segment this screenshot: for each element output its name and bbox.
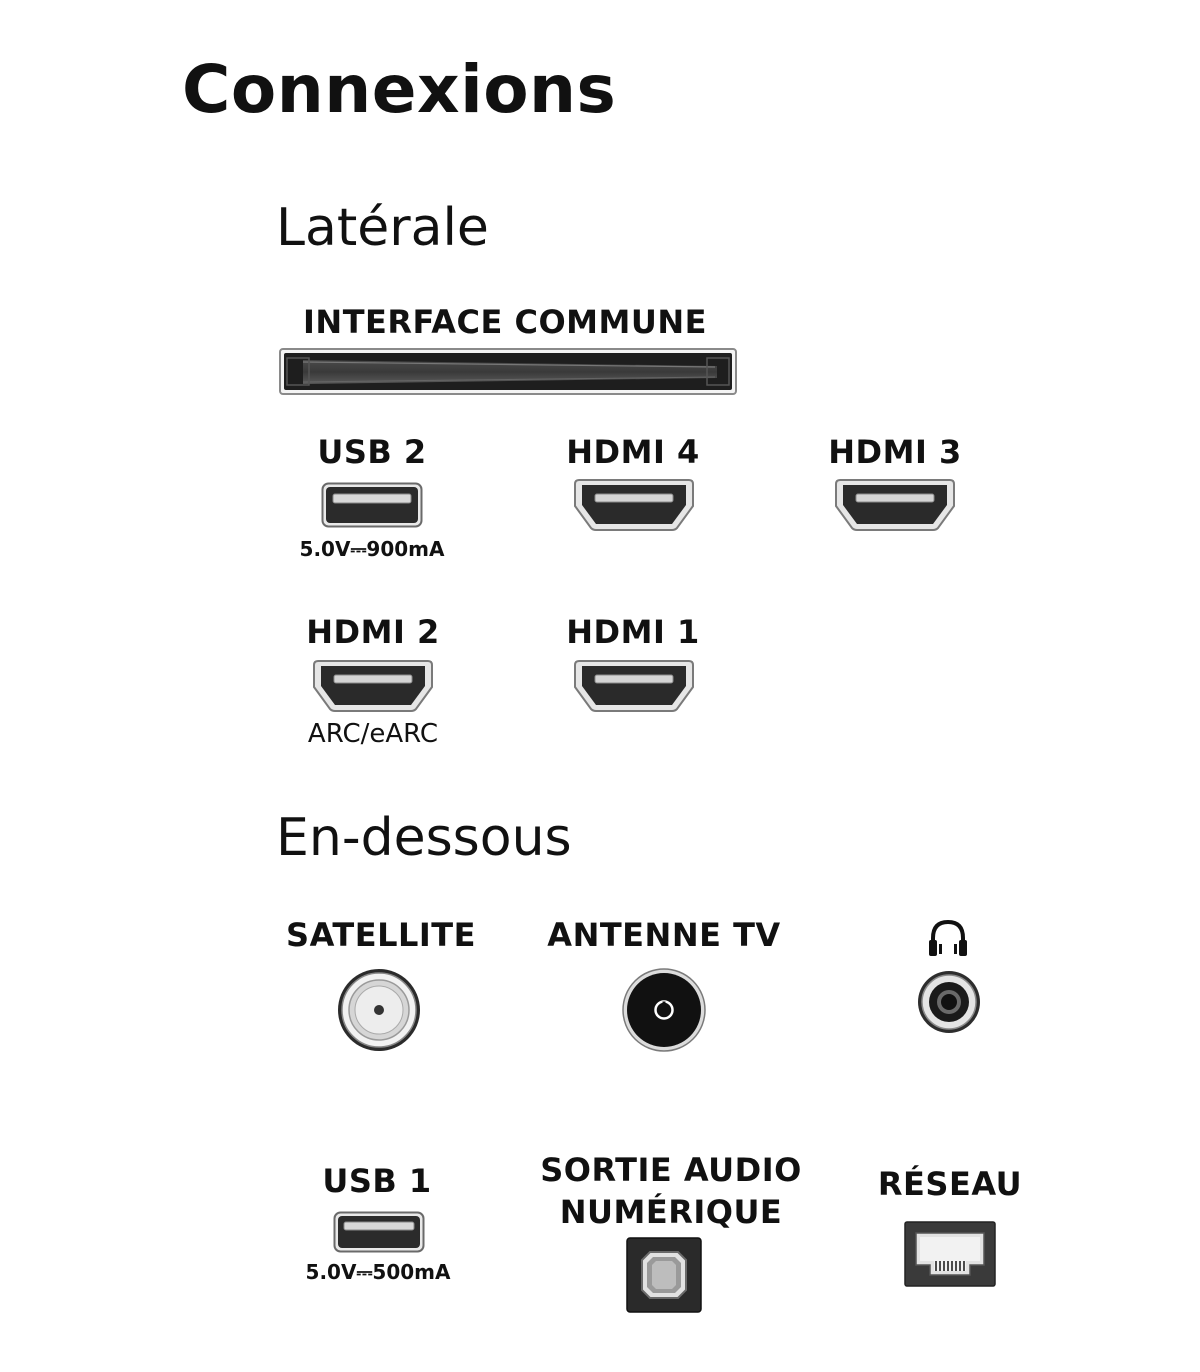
usb1-spec-label: 5.0V⎓500mA [305, 1260, 451, 1284]
headphones-icon [926, 916, 970, 960]
antenna-connector-icon [621, 967, 707, 1053]
satellite-connector-icon [336, 967, 422, 1053]
page-title: Connexions [182, 51, 617, 128]
usb2-label: USB 2 [317, 433, 427, 471]
hdmi2-arc-note: ARC/eARC [307, 719, 439, 749]
hdmi1-port-icon [573, 659, 695, 713]
common-interface-slot-icon [279, 348, 739, 396]
hdmi3-label: HDMI 3 [828, 433, 962, 471]
optical-label-line2: NUMÉRIQUE [559, 1193, 783, 1231]
usb2-port-icon [321, 482, 423, 528]
network-label: RÉSEAU [877, 1165, 1023, 1203]
hdmi4-port-icon [573, 478, 695, 532]
usb1-port-icon [333, 1211, 425, 1253]
hdmi2-port-icon [312, 659, 434, 713]
antenna-label: ANTENNE TV [547, 916, 781, 954]
usb1-label: USB 1 [322, 1162, 432, 1200]
hdmi2-label: HDMI 2 [306, 613, 440, 651]
hdmi4-label: HDMI 4 [566, 433, 700, 471]
ethernet-port-icon [904, 1221, 996, 1287]
section-heading-side: Latérale [276, 198, 489, 258]
optical-label-line1: SORTIE AUDIO [540, 1151, 802, 1189]
hdmi3-port-icon [834, 478, 956, 532]
satellite-label: SATELLITE [286, 916, 476, 954]
common-interface-label: INTERFACE COMMUNE [303, 303, 707, 341]
optical-port-icon [626, 1237, 702, 1313]
section-heading-bottom: En-dessous [276, 808, 572, 868]
usb2-spec-label: 5.0V⎓900mA [299, 537, 445, 561]
hdmi1-label: HDMI 1 [566, 613, 700, 651]
headphone-jack-icon [916, 969, 982, 1035]
